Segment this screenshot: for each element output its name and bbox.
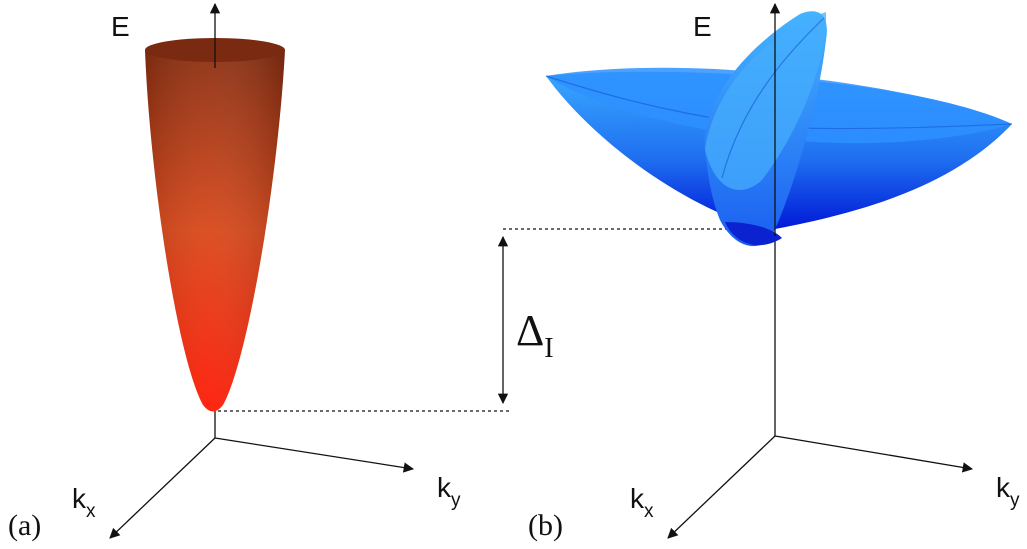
panel-b: E kx ky (b) [528, 2, 1020, 542]
panel-b-axis-kx-label: kx [630, 483, 654, 522]
panel-a-axis-ky-label: ky [437, 472, 461, 511]
gap-label: ΔI [516, 306, 554, 364]
panel-b-band-bottom [725, 222, 782, 246]
panel-b-label: (b) [528, 509, 563, 542]
panel-b-axis-e-label: E [693, 11, 712, 42]
panel-b-band-narrow-rim [705, 12, 827, 190]
panel-b-axis-ky [774, 435, 974, 473]
gap-annotation: ΔI [218, 228, 772, 412]
panel-b-band-narrow-inner-line [721, 17, 825, 179]
panel-a-axis-kx-label: kx [72, 483, 96, 522]
panel-b-axis-kx [667, 435, 776, 539]
panel-a-axis-e-label: E [111, 11, 130, 42]
panel-a-label: (a) [8, 509, 41, 542]
panel-a: E kx ky (a) [8, 2, 461, 542]
panel-a-axis-kx [109, 437, 216, 539]
panel-a-paraboloid-shading [145, 50, 285, 412]
panel-a-axis-ky [214, 437, 415, 473]
panel-b-axis-ky-label: ky [996, 472, 1020, 511]
